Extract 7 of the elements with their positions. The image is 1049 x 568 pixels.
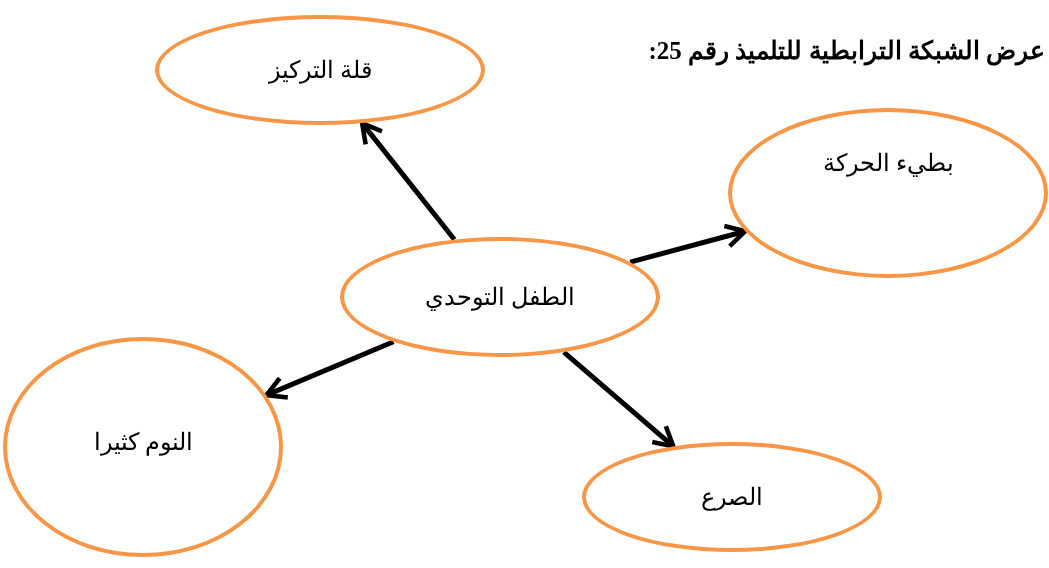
node-label: النوم كثيرا xyxy=(93,428,193,456)
node-label: قلة التركيز xyxy=(268,56,372,84)
node-label: الطفل التوحدي xyxy=(425,283,575,311)
node-label: بطيء الحركة xyxy=(822,149,954,177)
arrow xyxy=(629,223,748,265)
title: عرض الشبكة الترابطية للتلميذ رقم 25: xyxy=(648,36,1045,65)
node-label: الصرع xyxy=(701,483,763,511)
